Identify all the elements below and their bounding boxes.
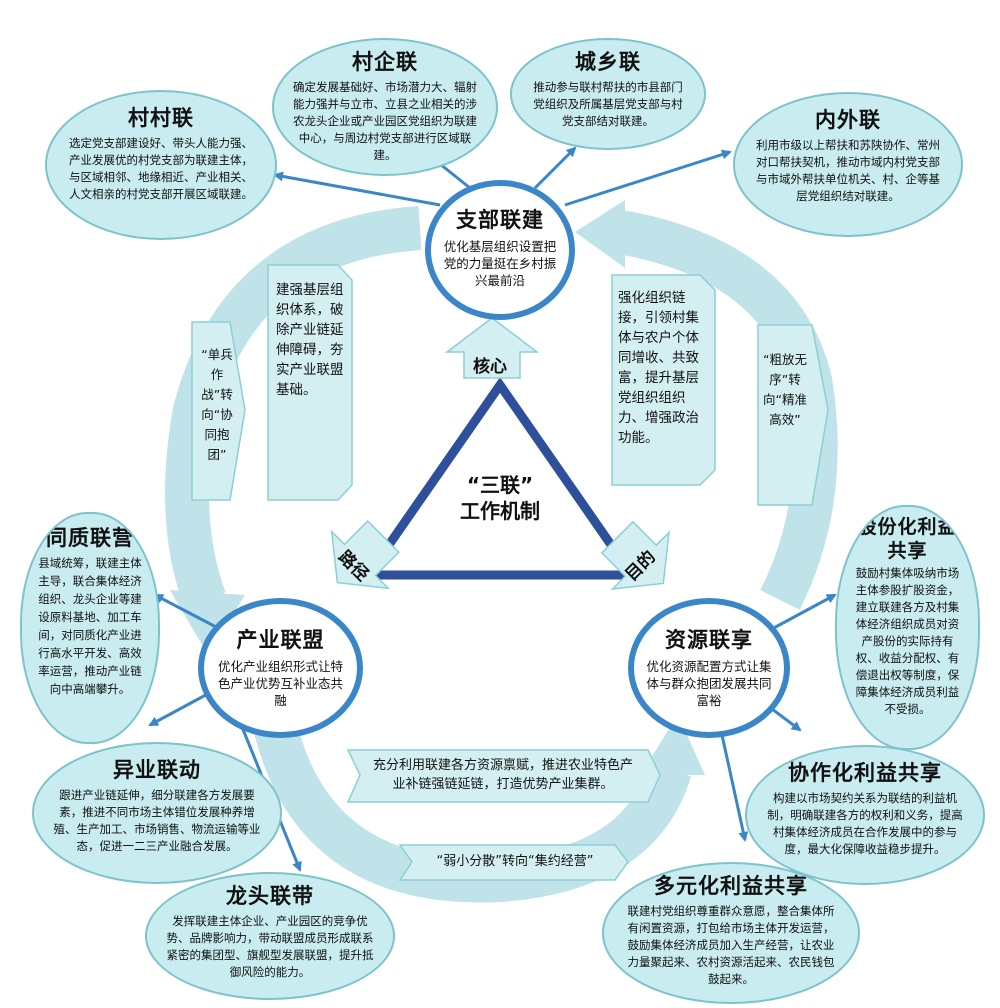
bubble-yiye: 异业联动 跟进产业链延伸，细分联建各方发展要素，推进不同市场主体错位发展种养增殖… bbox=[32, 742, 282, 884]
bubble-neiwai: 内外联 利用市级以上帮扶和苏陕协作、常州对口帮扶契机，推动市域内村党支部与市域外… bbox=[733, 92, 963, 237]
bubble-gufen-title: 股份化利益共享 bbox=[857, 516, 958, 562]
left-inner-text: 建强基层组织体系，破除产业链延伸障碍，夯实产业联盟基础。 bbox=[276, 282, 344, 398]
bubble-cuncun: 村村联 选定党支部建设好、带头人能力强、产业发展优的村党支部为联建主体，与区域相… bbox=[45, 90, 277, 240]
bubble-yiye-title: 异业联动 bbox=[113, 758, 201, 782]
hub-branch-desc: 优化基层组织设置把党的力量挺在乡村振兴最前沿 bbox=[443, 239, 557, 288]
bubble-longtou: 龙头联带 发挥联建主体企业、产业园区的竞争优势、品牌影响力，带动联盟成员形成联系… bbox=[145, 872, 395, 1000]
bubble-duoyuan-title: 多元化利益共享 bbox=[654, 874, 808, 898]
bubble-longtou-desc: 发挥联建主体企业、产业园区的竞争优势、品牌影响力，带动联盟成员形成联系紧密的集团… bbox=[166, 914, 374, 979]
bubble-chengxiang-title: 城乡联 bbox=[575, 50, 641, 74]
center-title-line2: 工作机制 bbox=[460, 499, 540, 523]
center-title-line1: “三联” bbox=[466, 473, 534, 497]
bubble-cuncun-title: 村村联 bbox=[128, 106, 194, 130]
hub-branch-title: 支部联建 bbox=[456, 208, 544, 232]
bubble-tongzhi-desc: 县域统筹，联建主体主导，联合集体经济组织、龙头企业等建设原料基地、加工车间，对同… bbox=[38, 556, 142, 696]
bubble-duoyuan-desc: 联建村党组织尊重群众意愿，整合集体所有闲置资源，打包给市场主体开发运营，鼓励集体… bbox=[627, 904, 835, 986]
goal-arrow bbox=[600, 520, 670, 590]
bubble-neiwai-title: 内外联 bbox=[815, 108, 881, 132]
hub-resource: 资源联享 优化资源配置方式让集体与群众抱团发展共同富裕 bbox=[628, 598, 790, 738]
bubble-xiezuo-title: 协作化利益共享 bbox=[788, 761, 942, 785]
bubble-chengxiang-desc: 推动参与联村帮扶的市县部门党组织及所属基层党支部与村党支部结对联建。 bbox=[533, 80, 683, 128]
left-outer-text: “单兵作战”转向“协同抱团” bbox=[201, 347, 233, 462]
bubble-gufen-desc: 鼓励村集体吸纳市场主体参股扩股资金，建立联建各方及村集体经济组织成员对资产股份的… bbox=[855, 566, 960, 716]
bubble-tongzhi: 同质联营 县域统筹，联建主体主导，联合集体经济组织、龙头企业等建设原料基地、加工… bbox=[20, 512, 160, 744]
bubble-duoyuan: 多元化利益共享 联建村党组织尊重群众意愿，整合集体所有闲置资源，打包给市场主体开… bbox=[602, 862, 860, 1004]
bottom-outer-text: “弱小分散”转向“集约经营” bbox=[436, 854, 594, 869]
path-arrow bbox=[330, 520, 400, 590]
right-outer-text: “粗放无序”转向“精准高效” bbox=[763, 352, 807, 427]
bubble-neiwai-desc: 利用市级以上帮扶和苏陕协作、常州对口帮扶契机，推动市域内村党支部与市域外帮扶单位… bbox=[756, 138, 940, 203]
bubble-longtou-title: 龙头联带 bbox=[226, 884, 314, 908]
left-inner-panel bbox=[267, 264, 353, 501]
hub-resource-desc: 优化资源配置方式让集体与群众抱团发展共同富裕 bbox=[646, 659, 772, 708]
label-core: 核心 bbox=[473, 357, 507, 377]
hub-resource-title: 资源联享 bbox=[665, 628, 753, 652]
bubble-xiezuo: 协作化利益共享 构建以市场契约关系为联结的利益机制，明确联建各方的权利和义务，提… bbox=[745, 745, 985, 885]
right-outer-panel bbox=[757, 324, 829, 506]
bottom-inner-panel bbox=[346, 749, 661, 803]
bubble-tongzhi-title: 同质联营 bbox=[46, 526, 134, 550]
bottom-inner-text: 充分利用联建各方资源禀赋，推进农业特色产业补链强链延链，打造优势产业集群。 bbox=[372, 758, 633, 792]
left-outer-panel bbox=[191, 321, 246, 501]
bottom-outer-panel bbox=[398, 844, 629, 881]
center-title: “三联” 工作机制 bbox=[415, 472, 585, 524]
core-arrow bbox=[444, 317, 540, 379]
right-inner-panel bbox=[611, 274, 716, 486]
bubble-yiye-desc: 跟进产业链延伸，细分联建各方发展要素，推进不同市场主体错位发展种养增殖、生产加工… bbox=[53, 788, 261, 853]
bubble-cunqi: 村企联 确定发展基础好、市场潜力大、辐射能力强并与立市、立县之业相关的涉农龙头企… bbox=[272, 38, 498, 176]
hub-industry-title: 产业联盟 bbox=[236, 628, 325, 652]
bubble-cunqi-desc: 确定发展基础好、市场潜力大、辐射能力强并与立市、立县之业相关的涉农龙头企业或产业… bbox=[293, 80, 477, 162]
center-triangle bbox=[359, 377, 641, 580]
bubble-chengxiang: 城乡联 推动参与联村帮扶的市县部门党组织及所属基层党支部与村党支部结对联建。 bbox=[510, 38, 706, 150]
hub-industry-desc: 优化产业组织形式让特色产业优势互补业态共融 bbox=[217, 659, 343, 708]
right-inner-text: 强化组织链接，引领村集体与农户个体同增收、共致富，提升基层党组织组织力、增强政治… bbox=[618, 290, 699, 446]
bubble-xiezuo-desc: 构建以市场契约关系为联结的利益机制，明确联建各方的权利和义务，提高村集体经济成员… bbox=[767, 791, 963, 856]
bubble-cunqi-title: 村企联 bbox=[352, 50, 418, 74]
bubble-cuncun-desc: 选定党支部建设好、带头人能力强、产业发展优的村党支部为联建主体，与区域相邻、地缘… bbox=[69, 136, 253, 201]
hub-industry: 产业联盟 优化产业组织形式让特色产业优势互补业态共融 bbox=[198, 598, 363, 738]
hub-branch: 支部联建 优化基层组织设置把党的力量挺在乡村振兴最前沿 bbox=[425, 180, 575, 320]
bubble-gufen: 股份化利益共享 鼓励村集体吸纳市场主体参股扩股资金，建立联建各方及村集体经济组织… bbox=[835, 505, 980, 750]
